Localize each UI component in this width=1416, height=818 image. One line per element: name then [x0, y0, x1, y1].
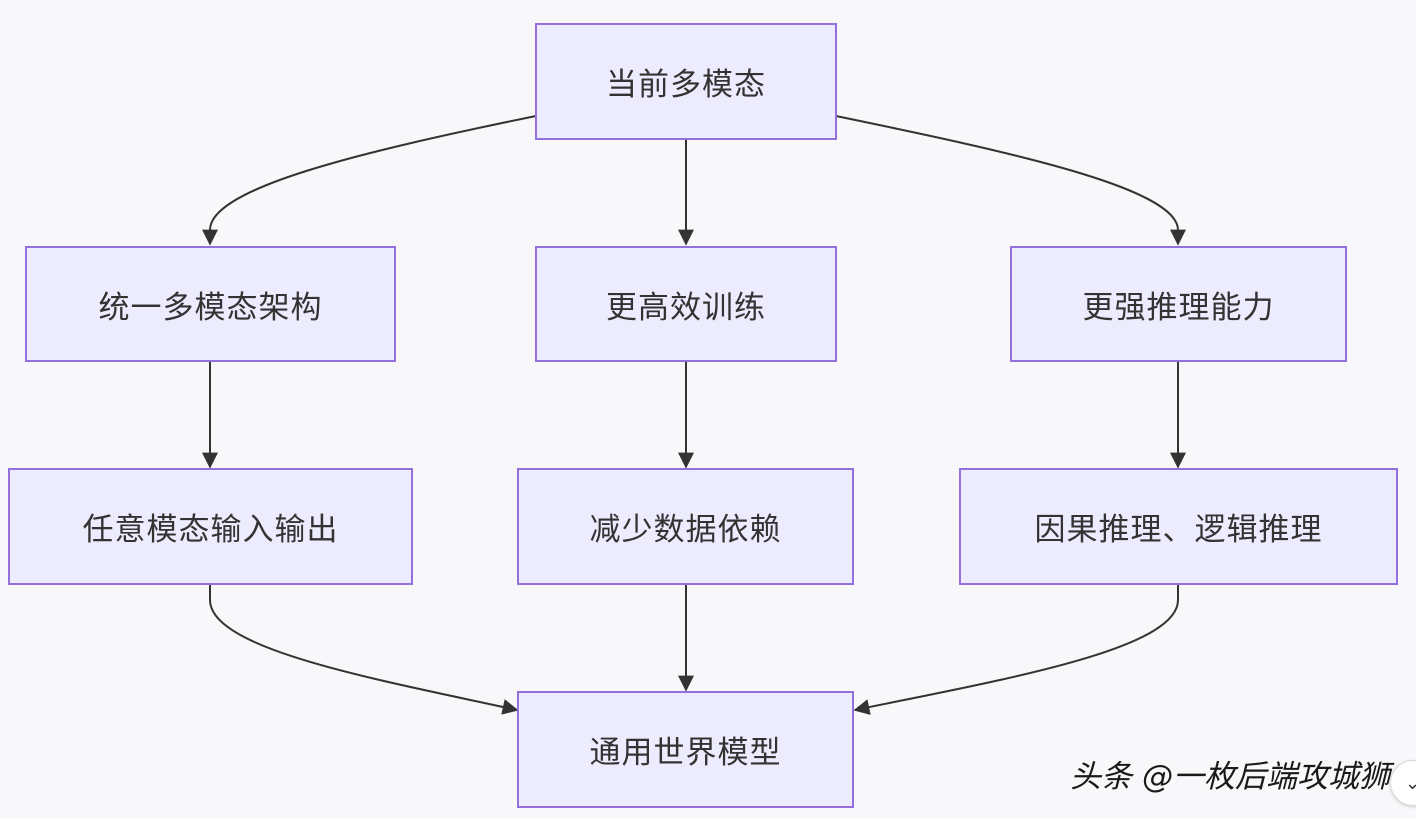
- node-causal-logical-reasoning: 因果推理、逻辑推理: [959, 468, 1398, 585]
- node-efficient-training-label: 更高效训练: [606, 289, 766, 326]
- source-watermark: 头条 @一枚后端攻城狮: [1070, 759, 1390, 795]
- node-stronger-reasoning: 更强推理能力: [1010, 246, 1347, 362]
- node-general-world-model-label: 通用世界模型: [589, 735, 782, 771]
- node-any-modality-io-label: 任意模态输入输出: [82, 512, 339, 548]
- node-unified-architecture: 统一多模态架构: [25, 246, 396, 362]
- node-current-multimodal: 当前多模态: [535, 23, 837, 140]
- node-unified-architecture-label: 统一多模态架构: [98, 289, 323, 326]
- node-any-modality-io: 任意模态输入输出: [8, 468, 413, 585]
- node-less-data: 减少数据依赖: [517, 468, 854, 585]
- node-efficient-training: 更高效训练: [535, 246, 837, 362]
- chevron-icon: ⌄: [1405, 772, 1416, 794]
- edge-anyio-to-world: [209, 585, 519, 715]
- node-less-data-label: 减少数据依赖: [589, 512, 782, 548]
- edge-current-to-reasoning: [835, 115, 1186, 246]
- node-causal-logical-reasoning-label: 因果推理、逻辑推理: [1034, 512, 1323, 548]
- node-general-world-model: 通用世界模型: [517, 691, 854, 808]
- node-stronger-reasoning-label: 更强推理能力: [1082, 289, 1275, 326]
- node-current-multimodal-label: 当前多模态: [606, 67, 766, 103]
- edge-causal-to-world: [853, 585, 1179, 715]
- edge-current-to-unified: [202, 115, 537, 246]
